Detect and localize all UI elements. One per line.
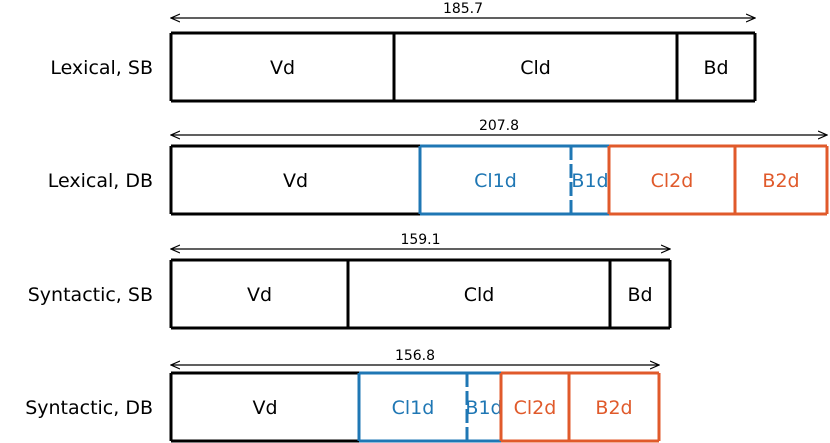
row-syntactic-sb: Syntactic, SB 159.1Vd Cld Bd xyxy=(28,232,672,330)
row-label: Syntactic, DB xyxy=(25,397,153,419)
segment-b2d: B2d xyxy=(733,144,829,216)
segment-label: Vd xyxy=(247,284,272,306)
segment-cld: Cld xyxy=(346,258,610,330)
segment-label: B1d xyxy=(465,397,502,419)
segment-label: Cl2d xyxy=(514,397,557,419)
segment-label: Vd xyxy=(252,397,277,419)
total-value: 156.8 xyxy=(395,348,435,364)
segment-b1d: B1d xyxy=(569,144,609,216)
segment-label: Vd xyxy=(283,170,308,192)
segment-bd: Bd xyxy=(608,258,672,330)
total-value: 159.1 xyxy=(400,232,440,248)
segment-bd: Bd xyxy=(675,31,757,103)
segment-label: B1d xyxy=(571,170,608,192)
segment-label: Cld xyxy=(464,284,495,306)
row-syntactic-db: Syntactic, DB 156.8Vd Cl1d B1d Cl2d B2d xyxy=(25,348,661,443)
row-lexical-db: Lexical, DB 207.8Vd Cl1d B1d Cl2d B2d xyxy=(48,118,829,216)
row-lexical-sb: Lexical, SB 185.7Vd Cld Bd xyxy=(50,1,757,103)
row-label: Syntactic, SB xyxy=(28,284,153,306)
segment-vd: Vd xyxy=(169,144,420,216)
segment-cld: Cld xyxy=(392,31,677,103)
segment-cl2d: Cl2d xyxy=(499,371,569,443)
segment-label: B2d xyxy=(595,397,632,419)
segment-label: B2d xyxy=(762,170,799,192)
total-value: 185.7 xyxy=(443,1,483,17)
segment-label: Bd xyxy=(627,284,652,306)
segment-b2d: B2d xyxy=(567,371,661,443)
segment-label: Cl1d xyxy=(474,170,517,192)
segment-label: Cl1d xyxy=(392,397,435,419)
row-label: Lexical, DB xyxy=(48,170,153,192)
segment-cl1d: Cl1d xyxy=(357,371,467,443)
segment-vd: Vd xyxy=(169,258,348,330)
segment-label: Cld xyxy=(520,57,551,79)
segment-cl1d: Cl1d xyxy=(418,144,571,216)
segment-b1d: B1d xyxy=(465,371,503,443)
row-label: Lexical, SB xyxy=(50,57,153,79)
segment-vd: Vd xyxy=(169,371,359,443)
segment-vd: Vd xyxy=(169,31,394,103)
segment-label: Bd xyxy=(703,57,728,79)
segment-cl2d: Cl2d xyxy=(607,144,735,216)
total-value: 207.8 xyxy=(479,118,519,134)
segment-label: Vd xyxy=(270,57,295,79)
segment-label: Cl2d xyxy=(651,170,694,192)
